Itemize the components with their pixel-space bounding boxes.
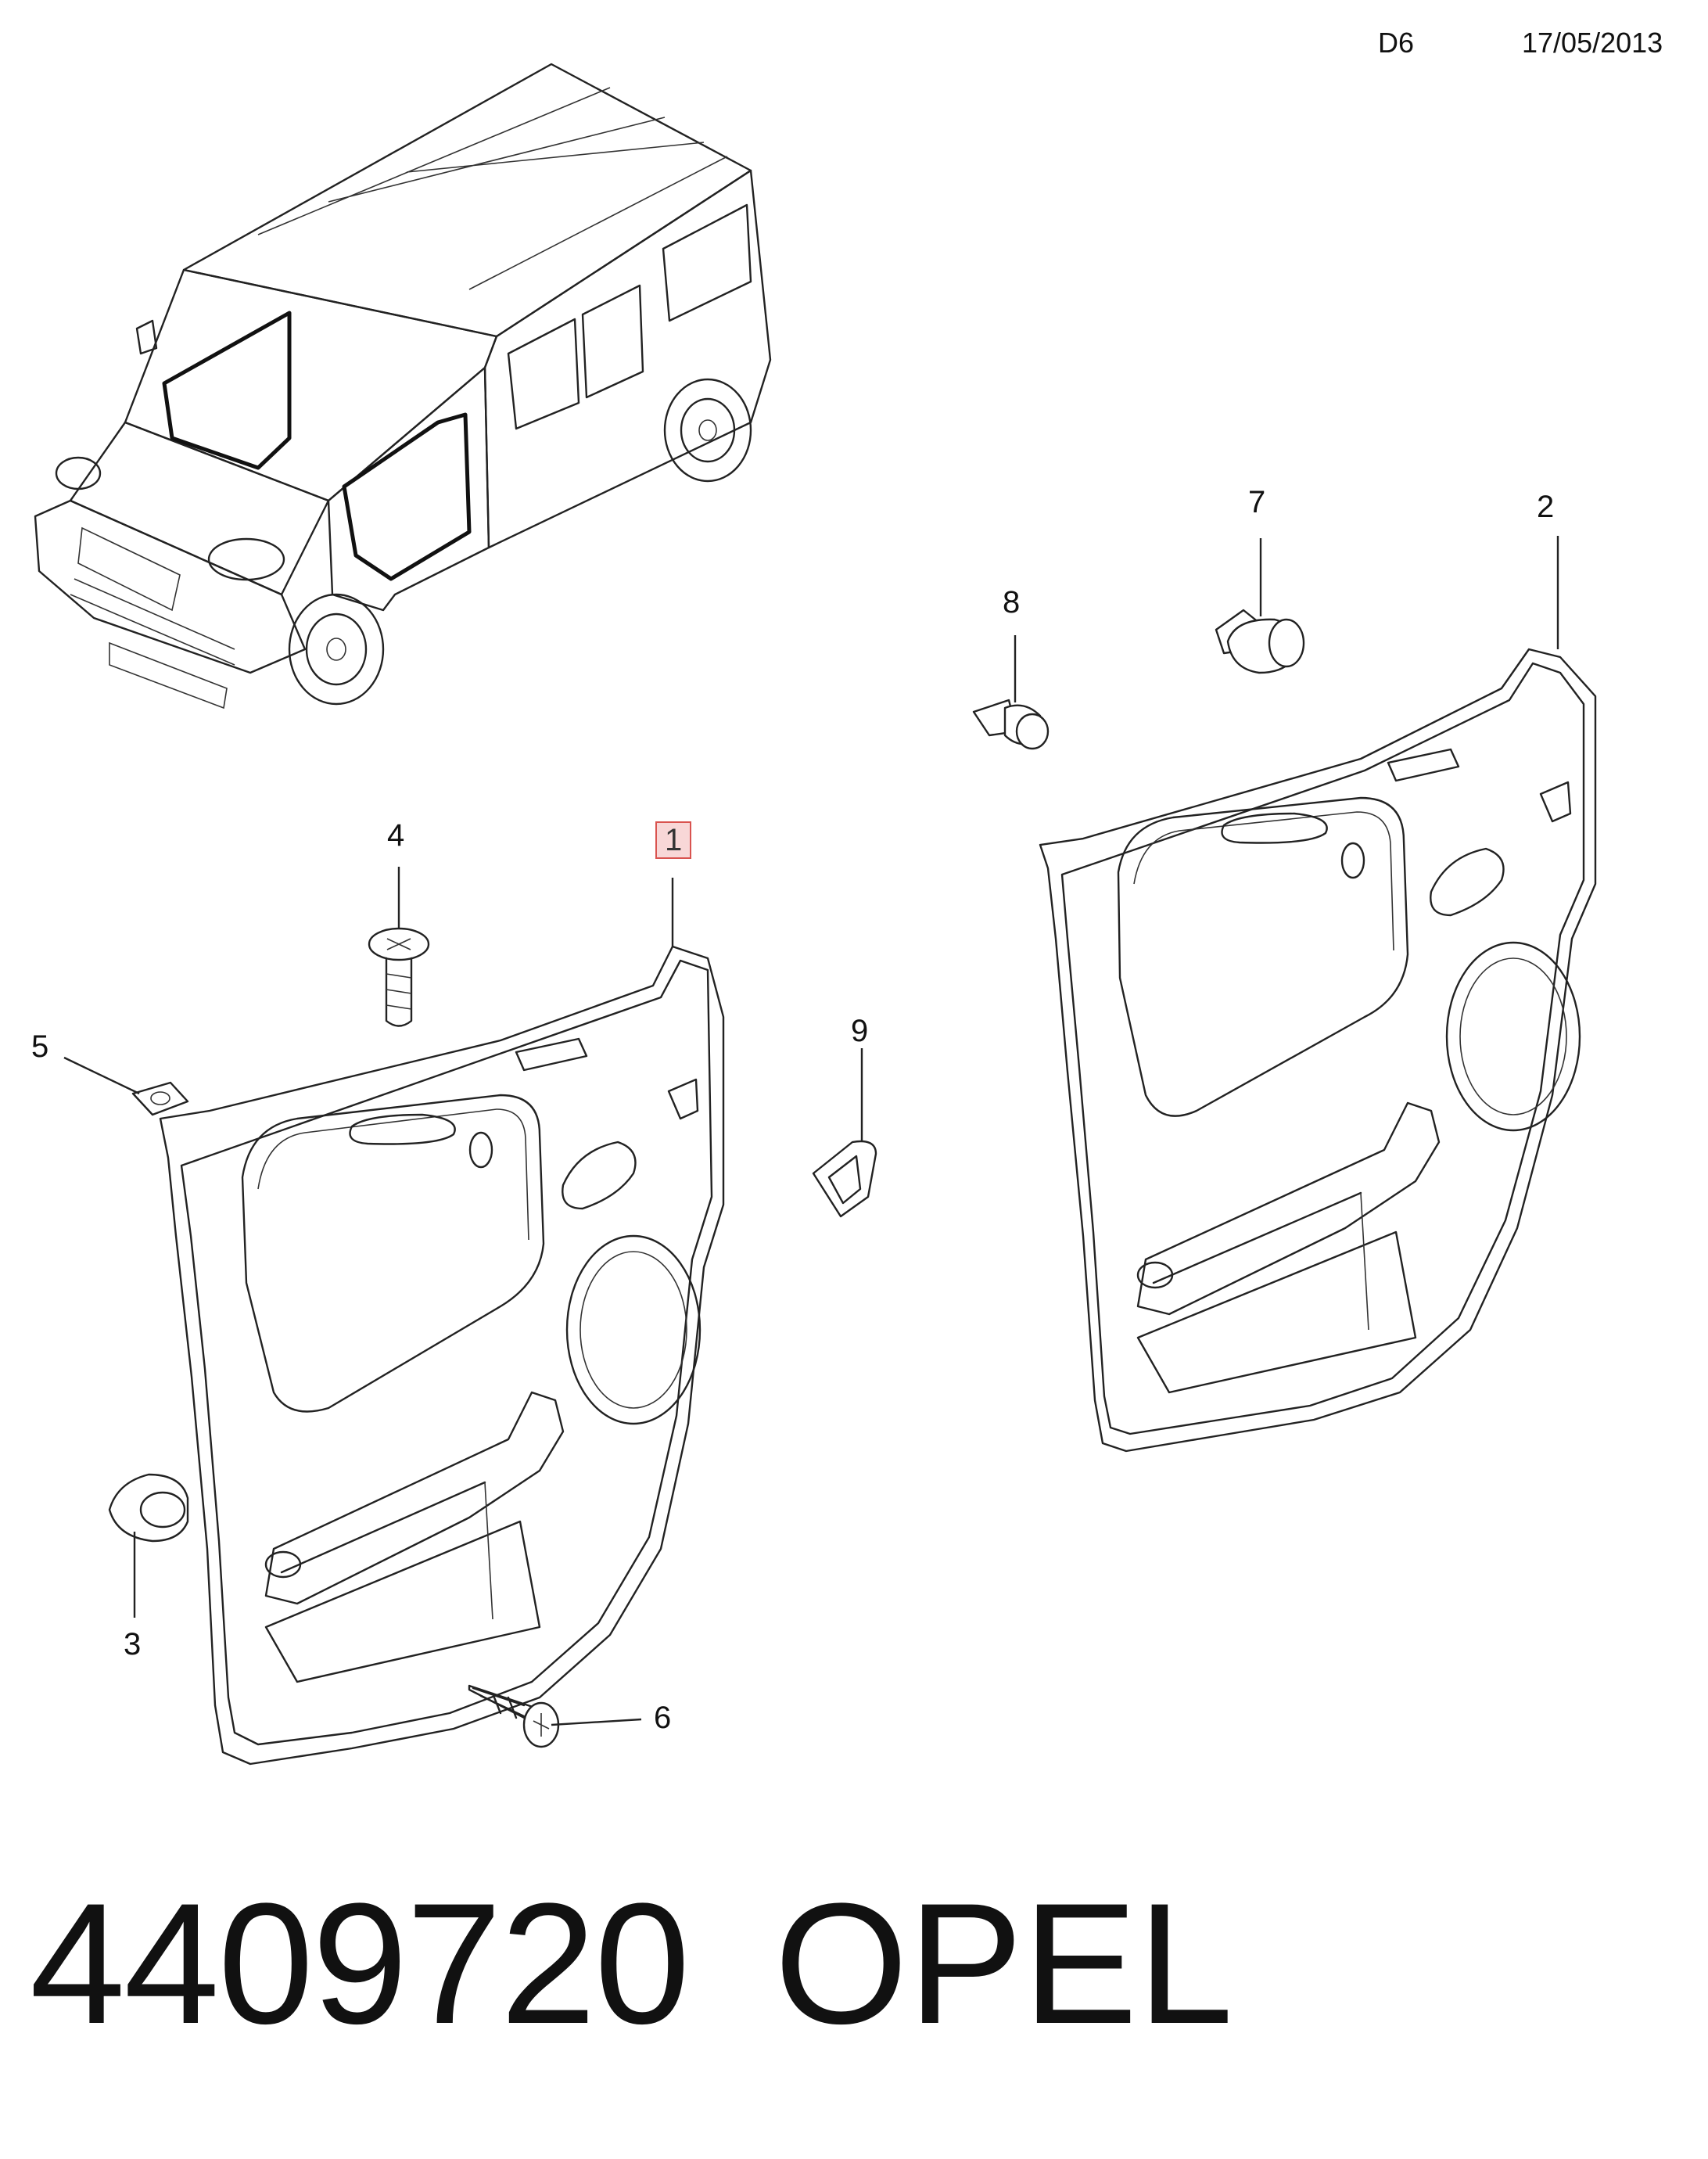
door-trim-panel-2: [1039, 648, 1597, 1453]
callout-8: 8: [1003, 585, 1021, 620]
callout-6: 6: [654, 1701, 672, 1735]
clip-nut-5: [131, 1081, 189, 1116]
grommet-3: [108, 1473, 189, 1543]
callout-1: 1: [655, 821, 692, 859]
door-trim-panel-1: [159, 945, 725, 1766]
callout-2: 2: [1537, 490, 1555, 524]
push-rivet-8: [972, 699, 1050, 750]
callout-3: 3: [124, 1627, 142, 1661]
bezel-9: [812, 1140, 877, 1218]
brand-name: OPEL: [774, 1867, 1233, 2060]
callout-5: 5: [31, 1029, 49, 1064]
callout-7: 7: [1248, 485, 1266, 519]
callout-9: 9: [851, 1014, 869, 1048]
screw-4: [368, 927, 430, 1027]
diagram-date: 17/05/2013: [1522, 27, 1663, 59]
push-clip-7: [1215, 609, 1305, 674]
van-illustration: [34, 63, 772, 709]
screw-6: [468, 1684, 560, 1748]
diagram-code: D6: [1378, 27, 1415, 59]
callout-4: 4: [387, 818, 405, 853]
leader-lines: [63, 536, 1559, 1726]
part-number: 4409720: [30, 1867, 690, 2060]
